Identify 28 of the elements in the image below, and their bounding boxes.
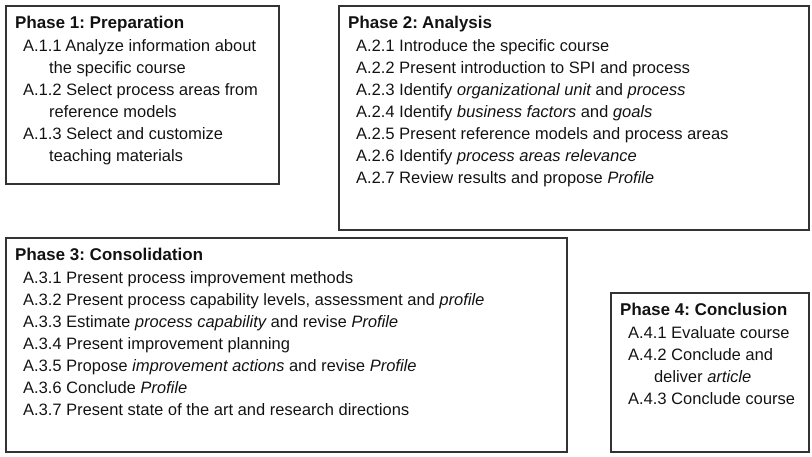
activity-item: A.3.1 Present process improvement methods bbox=[22, 268, 354, 289]
phase-heading: Phase 2: Analysis bbox=[348, 13, 493, 33]
activity-item: A.2.7 Review results and propose Profile bbox=[355, 168, 656, 189]
activity-item: A.1.1 Analyze information about the specific course bbox=[22, 36, 257, 79]
phase-box bbox=[610, 292, 810, 453]
activity-item: A.3.4 Present improvement planning bbox=[22, 334, 291, 355]
activity-item: A.2.4 Identify business factors and goals bbox=[355, 102, 654, 123]
activity-item: A.3.3 Estimate process capability and revise Profile bbox=[22, 312, 400, 333]
phase-heading: Phase 3: Consolidation bbox=[15, 245, 204, 265]
phase-box bbox=[5, 237, 568, 453]
phase-heading: Phase 4: Conclusion bbox=[620, 300, 788, 320]
phase-heading: Phase 1: Preparation bbox=[15, 13, 186, 33]
phase-box bbox=[5, 5, 280, 185]
activity-item: A.1.2 Select process areas from reference models bbox=[22, 80, 259, 123]
phase-box bbox=[338, 5, 810, 231]
activity-item: A.2.1 Introduce the specific course bbox=[355, 36, 610, 57]
activity-item: A.1.3 Select and customize teaching materials bbox=[22, 124, 224, 167]
activity-item: A.2.3 Identify organizational unit and process bbox=[355, 80, 686, 101]
activity-item: A.4.3 Conclude course bbox=[627, 389, 796, 410]
activity-item: A.3.5 Propose improvement actions and revise Profile bbox=[22, 356, 418, 377]
activity-item: A.2.5 Present reference models and process areas bbox=[355, 124, 730, 145]
activity-item: A.3.6 Conclude Profile bbox=[22, 378, 188, 399]
activity-item: A.2.2 Present introduction to SPI and process bbox=[355, 58, 691, 79]
activity-item: A.3.7 Present state of the art and research directions bbox=[22, 400, 410, 421]
activity-item: A.3.2 Present process capability levels, assessment and profile bbox=[22, 290, 486, 311]
activity-item: A.4.1 Evaluate course bbox=[627, 323, 790, 344]
activity-item: A.2.6 Identify process areas relevance bbox=[355, 146, 638, 167]
activity-item: A.4.2 Conclude and deliver article bbox=[627, 345, 774, 388]
